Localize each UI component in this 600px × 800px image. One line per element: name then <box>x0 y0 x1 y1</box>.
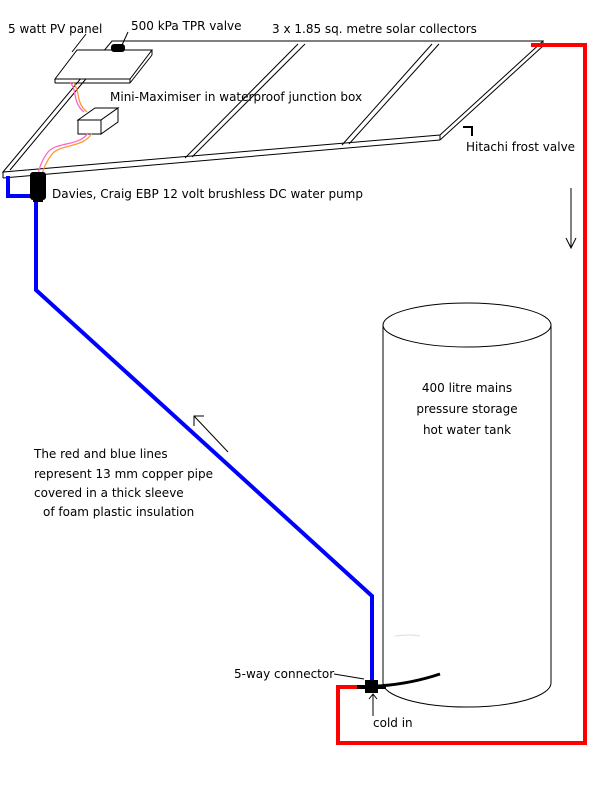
hot-pipe <box>336 43 587 745</box>
collector-divider-2 <box>341 43 433 146</box>
svg-text:covered in a thick sleeve: covered in a thick sleeve <box>34 486 184 500</box>
svg-text:of foam plastic insulation: of foam plastic insulation <box>43 505 194 519</box>
tpr-valve-icon <box>111 31 129 52</box>
cold-inlet-arrow <box>368 693 378 716</box>
tank-label: 400 litre mains pressure storage hot wat… <box>416 381 517 437</box>
flow-arrow-up-left <box>193 415 229 453</box>
svg-text:hot water tank: hot water tank <box>423 423 511 437</box>
storage-tank <box>382 302 552 708</box>
flow-arrow-down <box>565 188 577 250</box>
label-pv-panel: 5 watt PV panel <box>8 22 102 36</box>
pv-wires <box>37 81 93 175</box>
collector-divider-1 <box>184 43 299 159</box>
svg-text:The red and blue lines: The red and blue lines <box>33 447 168 461</box>
frost-valve-icon <box>463 126 473 136</box>
pv-panel <box>53 49 154 84</box>
solar-collector-array <box>1 40 545 179</box>
cold-pipe <box>6 176 374 687</box>
water-pump-icon <box>30 172 46 202</box>
junction-box <box>76 107 120 135</box>
pipe-note: The red and blue lines represent 13 mm c… <box>33 447 213 519</box>
label-maximiser: Mini-Maximiser in waterproof junction bo… <box>110 90 362 104</box>
svg-text:represent 13 mm copper pipe: represent 13 mm copper pipe <box>34 467 213 481</box>
connector-leader-line <box>333 673 365 680</box>
label-connector: 5-way connector <box>234 667 334 681</box>
five-way-connector <box>357 672 441 693</box>
label-frost-valve: Hitachi frost valve <box>466 140 575 154</box>
label-collectors: 3 x 1.85 sq. metre solar collectors <box>272 22 477 36</box>
label-pump: Davies, Craig EBP 12 volt brushless DC w… <box>52 187 363 201</box>
label-cold-in: cold in <box>373 716 413 730</box>
svg-text:pressure storage: pressure storage <box>416 402 517 416</box>
svg-text:400 litre mains: 400 litre mains <box>422 381 512 395</box>
pv-leader-line <box>71 33 87 53</box>
label-tpr-valve: 500 kPa TPR valve <box>131 19 242 33</box>
